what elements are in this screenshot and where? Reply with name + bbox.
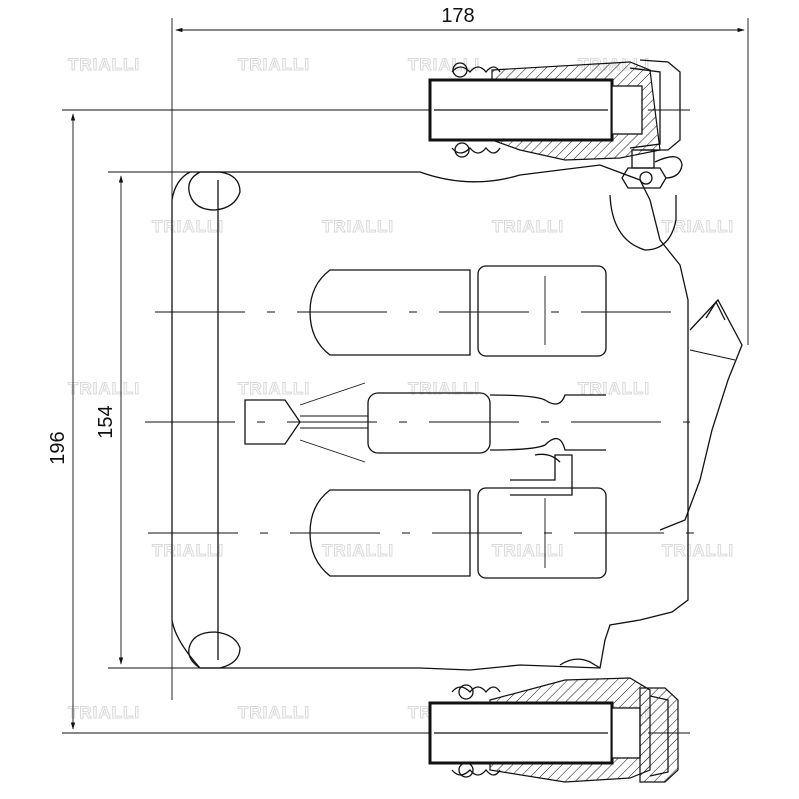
watermark-18: TRIALLI	[238, 703, 310, 722]
watermark-10: TRIALLI	[238, 379, 310, 398]
dimension-height-label: 196	[47, 431, 69, 464]
watermark-15: TRIALLI	[492, 541, 564, 560]
watermark-13: TRIALLI	[152, 541, 224, 560]
center-lines	[80, 109, 712, 734]
upper-pad	[309, 265, 607, 357]
watermark-14: TRIALLI	[322, 541, 394, 560]
watermark-6: TRIALLI	[322, 217, 394, 236]
watermark-5: TRIALLI	[152, 217, 224, 236]
lower-guide-pin	[428, 658, 679, 783]
watermark-17: TRIALLI	[68, 703, 140, 722]
dimension-bracket-label: 154	[95, 405, 117, 438]
dimension-bracket: 154	[95, 171, 300, 669]
watermark-3: TRIALLI	[408, 55, 480, 74]
watermark-12: TRIALLI	[578, 379, 650, 398]
dimension-width-label: 178	[441, 5, 474, 27]
watermark-9: TRIALLI	[68, 379, 140, 398]
watermark-11: TRIALLI	[408, 379, 480, 398]
upper-guide-pin	[428, 59, 683, 189]
caliper-body	[171, 164, 743, 671]
watermark-2: TRIALLI	[238, 55, 310, 74]
watermark-7: TRIALLI	[492, 217, 564, 236]
watermark-8: TRIALLI	[662, 217, 734, 236]
watermark-1: TRIALLI	[68, 55, 140, 74]
middle-piston-guide	[244, 382, 606, 496]
watermark-16: TRIALLI	[662, 541, 734, 560]
